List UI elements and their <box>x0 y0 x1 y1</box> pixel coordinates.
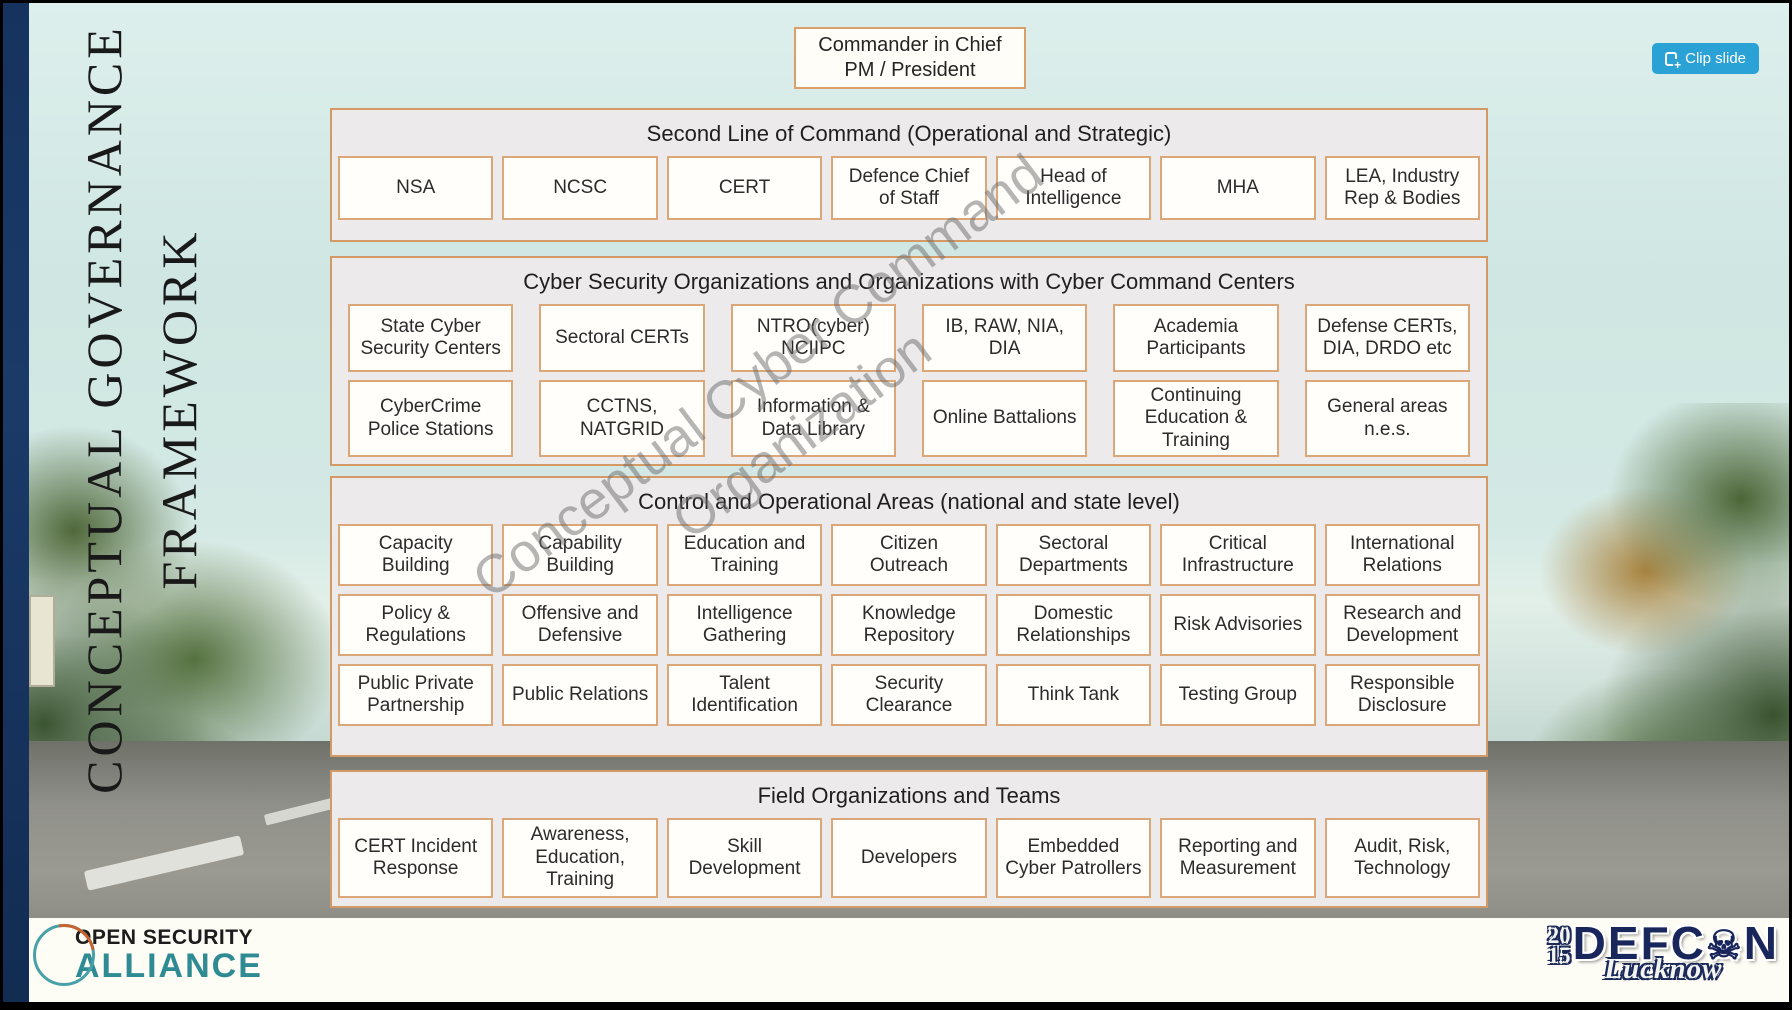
org-box: Public Relations <box>502 664 658 726</box>
org-box: Domestic Relationships <box>995 594 1152 656</box>
org-box: Capacity Building <box>338 524 494 586</box>
org-box: Defense CERTs, DIA, DRDO etc <box>1304 304 1470 372</box>
org-box: Testing Group <box>1160 664 1316 726</box>
defcon-logo-top: 20 15 DEFC☠N <box>1548 920 1779 966</box>
slide-stage: CONCEPTUAL GOVERNANCE FRAMEWORK Commande… <box>29 3 1789 1002</box>
section-2: Cyber Security Organizations and Organiz… <box>330 256 1488 467</box>
defcon-year-bottom: 15 <box>1547 942 1571 968</box>
alliance-logo-text: OPEN SECURITY ALLIANCE <box>75 927 263 983</box>
org-box: Audit, Risk, Technology <box>1324 818 1480 898</box>
org-box: Defence Chief of Staff <box>831 156 987 220</box>
section-title: Second Line of Command (Operational and … <box>646 121 1172 146</box>
defcon-wordmark: DEFC☠N <box>1573 920 1779 966</box>
section-title: Cyber Security Organizations and Organiz… <box>523 269 1295 294</box>
org-box: NTRO(cyber) NCIIPC <box>730 304 896 372</box>
org-box: CyberCrime Police Stations <box>348 380 514 458</box>
org-box: NCSC <box>502 156 658 220</box>
clipboard-plus-icon <box>1665 51 1682 71</box>
org-box: State Cyber Security Centers <box>348 304 514 372</box>
org-box: CERT <box>666 156 823 220</box>
org-box: Academia Participants <box>1113 304 1279 372</box>
slide-title-area: CONCEPTUAL GOVERNANCE FRAMEWORK <box>37 15 247 803</box>
defcon-city: Lucknow <box>1604 953 1723 985</box>
section-title: Control and Operational Areas (national … <box>638 489 1180 514</box>
org-box: Public Private Partnership <box>338 664 494 726</box>
footer-bar: OPEN SECURITY ALLIANCE 20 15 DEFC☠N Luck… <box>29 918 1789 1002</box>
defcon-text-pre: DEFC <box>1572 917 1706 969</box>
org-box: Embedded Cyber Patrollers <box>995 818 1152 898</box>
org-box: Head of Intelligence <box>995 156 1152 220</box>
org-box: Talent Identification <box>666 664 823 726</box>
org-box: NSA <box>338 156 494 220</box>
org-box: Education and Training <box>666 524 823 586</box>
org-box: Critical Infrastructure <box>1160 524 1316 586</box>
defcon-year-top: 20 <box>1547 923 1571 948</box>
org-box: Research and Development <box>1324 594 1480 656</box>
page-title: CONCEPTUAL GOVERNANCE FRAMEWORK <box>67 9 217 809</box>
left-accent-bar <box>3 3 29 1002</box>
org-box: Capability Building <box>502 524 658 586</box>
clip-slide-label: Clip slide <box>1685 50 1746 67</box>
org-box: Citizen Outreach <box>831 524 987 586</box>
org-box: Offensive and Defensive <box>502 594 658 656</box>
org-box: Reporting and Measurement <box>1160 818 1316 898</box>
skull-icon: ☠ <box>1705 924 1744 968</box>
org-box: MHA <box>1160 156 1316 220</box>
org-box: Risk Advisories <box>1160 594 1316 656</box>
org-box: Skill Development <box>666 818 823 898</box>
org-box: General areas n.e.s. <box>1304 380 1470 458</box>
title-line-2: FRAMEWORK <box>151 228 207 590</box>
org-box: Policy & Regulations <box>338 594 494 656</box>
org-box: Responsible Disclosure <box>1324 664 1480 726</box>
org-box: Continuing Education & Training <box>1113 380 1279 458</box>
org-box: IB, RAW, NIA, DIA <box>921 304 1088 372</box>
defcon-year: 20 15 <box>1547 923 1571 968</box>
org-box: LEA, Industry Rep & Bodies <box>1324 156 1480 220</box>
org-box: Sectoral CERTs <box>539 304 705 372</box>
title-line-1: CONCEPTUAL GOVERNANCE <box>76 24 132 794</box>
box-row: State Cyber Security Centers Sectoral CER… <box>338 304 1480 372</box>
org-box: Intelligence Gathering <box>666 594 823 656</box>
open-security-alliance-logo: OPEN SECURITY ALLIANCE <box>33 924 263 986</box>
defcon-text-post: N <box>1743 917 1779 969</box>
org-box: International Relations <box>1324 524 1480 586</box>
org-box: Online Battalions <box>921 380 1088 458</box>
roadside-sign <box>29 595 55 687</box>
org-box: Think Tank <box>995 664 1152 726</box>
org-box: Information & Data Library <box>730 380 896 458</box>
section-3: Control and Operational Areas (national … <box>330 476 1488 757</box>
org-box: CERT Incident Response <box>338 818 494 898</box>
org-box: Awareness, Education, Training <box>502 818 658 898</box>
defcon-lucknow-logo: 20 15 DEFC☠N Lucknow <box>1548 920 1779 986</box>
alliance-circle-icon <box>33 924 95 986</box>
clip-slide-button[interactable]: Clip slide <box>1652 43 1759 74</box>
org-box: Developers <box>831 818 987 898</box>
section-1: Second Line of Command (Operational and … <box>330 108 1488 242</box>
commander-in-chief-box: Commander in Chief PM / President <box>794 27 1026 89</box>
org-box: CCTNS, NATGRID <box>539 380 705 458</box>
org-box: Security Clearance <box>831 664 987 726</box>
box-row: CyberCrime Police Stations CCTNS, NATGRID… <box>338 380 1480 458</box>
section-title: Field Organizations and Teams <box>757 783 1061 808</box>
org-box: Sectoral Departments <box>995 524 1152 586</box>
org-box: Knowledge Repository <box>831 594 987 656</box>
logo-text-open-security: OPEN SECURITY <box>75 926 254 949</box>
logo-text-alliance: ALLIANCE <box>75 947 263 985</box>
